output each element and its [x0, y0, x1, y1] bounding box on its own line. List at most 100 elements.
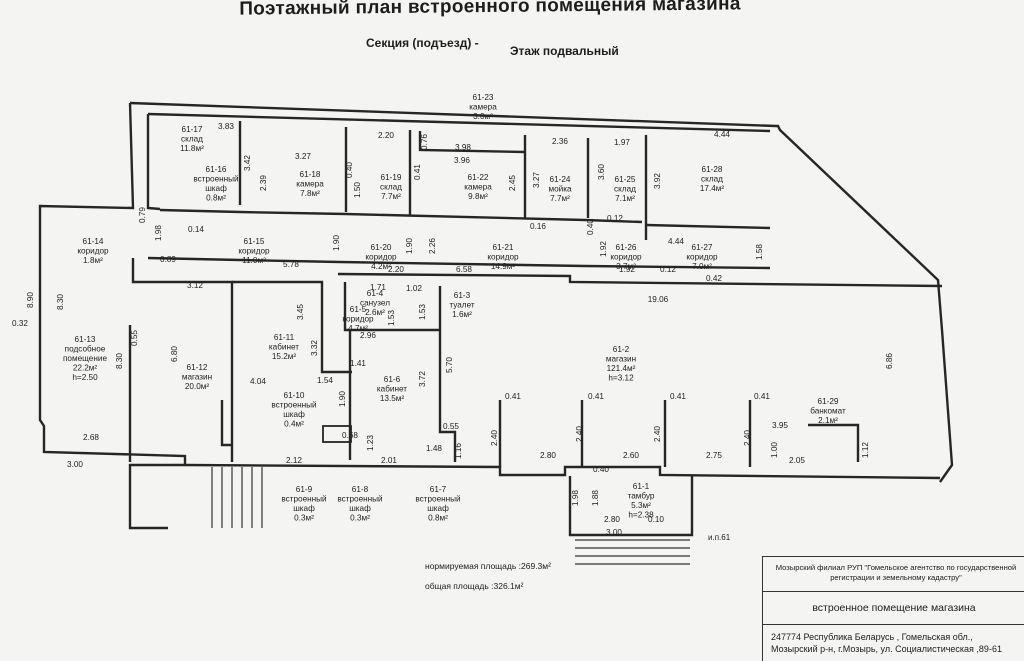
area-summary: нормируемая площадь :269.3м² общая площа…	[425, 556, 551, 596]
dimension-label: 4.44	[668, 237, 684, 246]
dimension-label: 1.90	[332, 235, 341, 251]
dimension-label: 0.42	[706, 274, 722, 283]
wall-61-5	[343, 282, 440, 332]
dimension-label: 3.60	[597, 164, 606, 180]
wall-61-10	[220, 400, 232, 447]
dimension-label: 1.41	[350, 359, 366, 368]
norm-area: нормируемая площадь :269.3м²	[425, 561, 551, 571]
dimension-label: 0.10	[648, 515, 664, 524]
dimension-label: 1.92	[599, 241, 608, 257]
wall-corridor-lower	[147, 256, 771, 270]
dimension-label: 0.41	[413, 164, 422, 180]
dimension-label: 2.96	[360, 331, 376, 340]
dimension-label: 5.78	[283, 260, 299, 269]
dimension-label: 0.68	[342, 431, 358, 440]
dimension-label: 3.27	[532, 172, 541, 188]
dimension-label: 4.04	[250, 377, 266, 386]
dimension-label: 0.89	[160, 255, 176, 264]
title-block-object: встроенное помещение магазина	[763, 592, 1024, 625]
dimension-label: 2.40	[653, 426, 662, 442]
dimension-label: 1.98	[571, 490, 580, 506]
dimension-label: 6.80	[170, 346, 179, 362]
dimension-label: 0.40	[345, 162, 354, 178]
dimension-label: 2.20	[378, 131, 394, 140]
dimension-label: 2.45	[508, 175, 517, 191]
dimension-label: 2.68	[83, 433, 99, 442]
dimension-label: 1.98	[154, 225, 163, 241]
dimension-label: 0.76	[420, 134, 429, 150]
walls	[38, 101, 954, 537]
dimension-label: 2.40	[575, 426, 584, 442]
dimension-label: 3.27	[295, 152, 311, 161]
dimension-label: 3.32	[310, 340, 319, 356]
dimension-label: 6.86	[885, 353, 894, 369]
outer-wall	[38, 102, 187, 530]
dimension-label: 1.02	[406, 284, 422, 293]
dimension-label: 1.92	[619, 265, 635, 274]
sheet-label: и.п.61	[708, 533, 731, 542]
dimension-label: 3.00	[606, 528, 622, 537]
dimension-label: 1.90	[405, 238, 414, 254]
dimension-label: 6.58	[456, 265, 472, 274]
dimension-label: 1.97	[614, 138, 630, 147]
dimension-label: 2.36	[552, 137, 568, 146]
dimension-label: 0.32	[12, 319, 28, 328]
dimension-label: 1.00	[770, 442, 779, 458]
title-block-address: 247774 Республика Беларусь , Гомельская …	[763, 625, 1024, 655]
dimension-label: 0.12	[660, 265, 676, 274]
dimension-label: 1.48	[426, 444, 442, 453]
dimension-label: 3.96	[454, 156, 470, 165]
dimension-label: 3.45	[296, 304, 305, 320]
dimension-label: 1.71	[370, 283, 386, 292]
dimension-label: 8.30	[56, 294, 65, 310]
total-area: общая площадь :326.1м²	[425, 581, 524, 591]
dimension-label: 0.41	[754, 392, 770, 401]
dimension-label: 1.12	[861, 442, 870, 458]
wall-61-14	[131, 258, 148, 284]
dimension-label: 2.20	[388, 265, 404, 274]
dimension-label: 2.05	[789, 456, 805, 465]
dimension-label: 5.70	[445, 357, 454, 373]
dimension-label: 3.98	[455, 143, 471, 152]
wall-61-6-right	[438, 286, 457, 462]
wall-61-28-bottom	[645, 223, 771, 230]
address-line-1: 247774 Республика Беларусь , Гомельская …	[771, 632, 973, 642]
dimension-label: 0.41	[588, 392, 604, 401]
dimension-label: 1.90	[338, 391, 347, 407]
dimension-label: 1.88	[591, 490, 600, 506]
inner-wall-top	[147, 112, 771, 133]
dimension-label: 1.54	[317, 376, 333, 385]
wall-61-1	[568, 476, 694, 537]
dimension-label: 1.58	[755, 244, 764, 260]
dimension-label: 2.39	[259, 175, 268, 191]
wall-corridor-lower-2	[337, 272, 943, 288]
dimension-label: 3.00	[67, 460, 83, 469]
wall-61-11	[232, 280, 352, 374]
dimension-label: 0.41	[670, 392, 686, 401]
dimension-label: 0.55	[443, 422, 459, 431]
outer-wall-top	[129, 101, 954, 483]
dimension-label: 0.41	[505, 392, 521, 401]
dimension-label: 0.40	[593, 465, 609, 474]
stairs	[211, 467, 690, 565]
